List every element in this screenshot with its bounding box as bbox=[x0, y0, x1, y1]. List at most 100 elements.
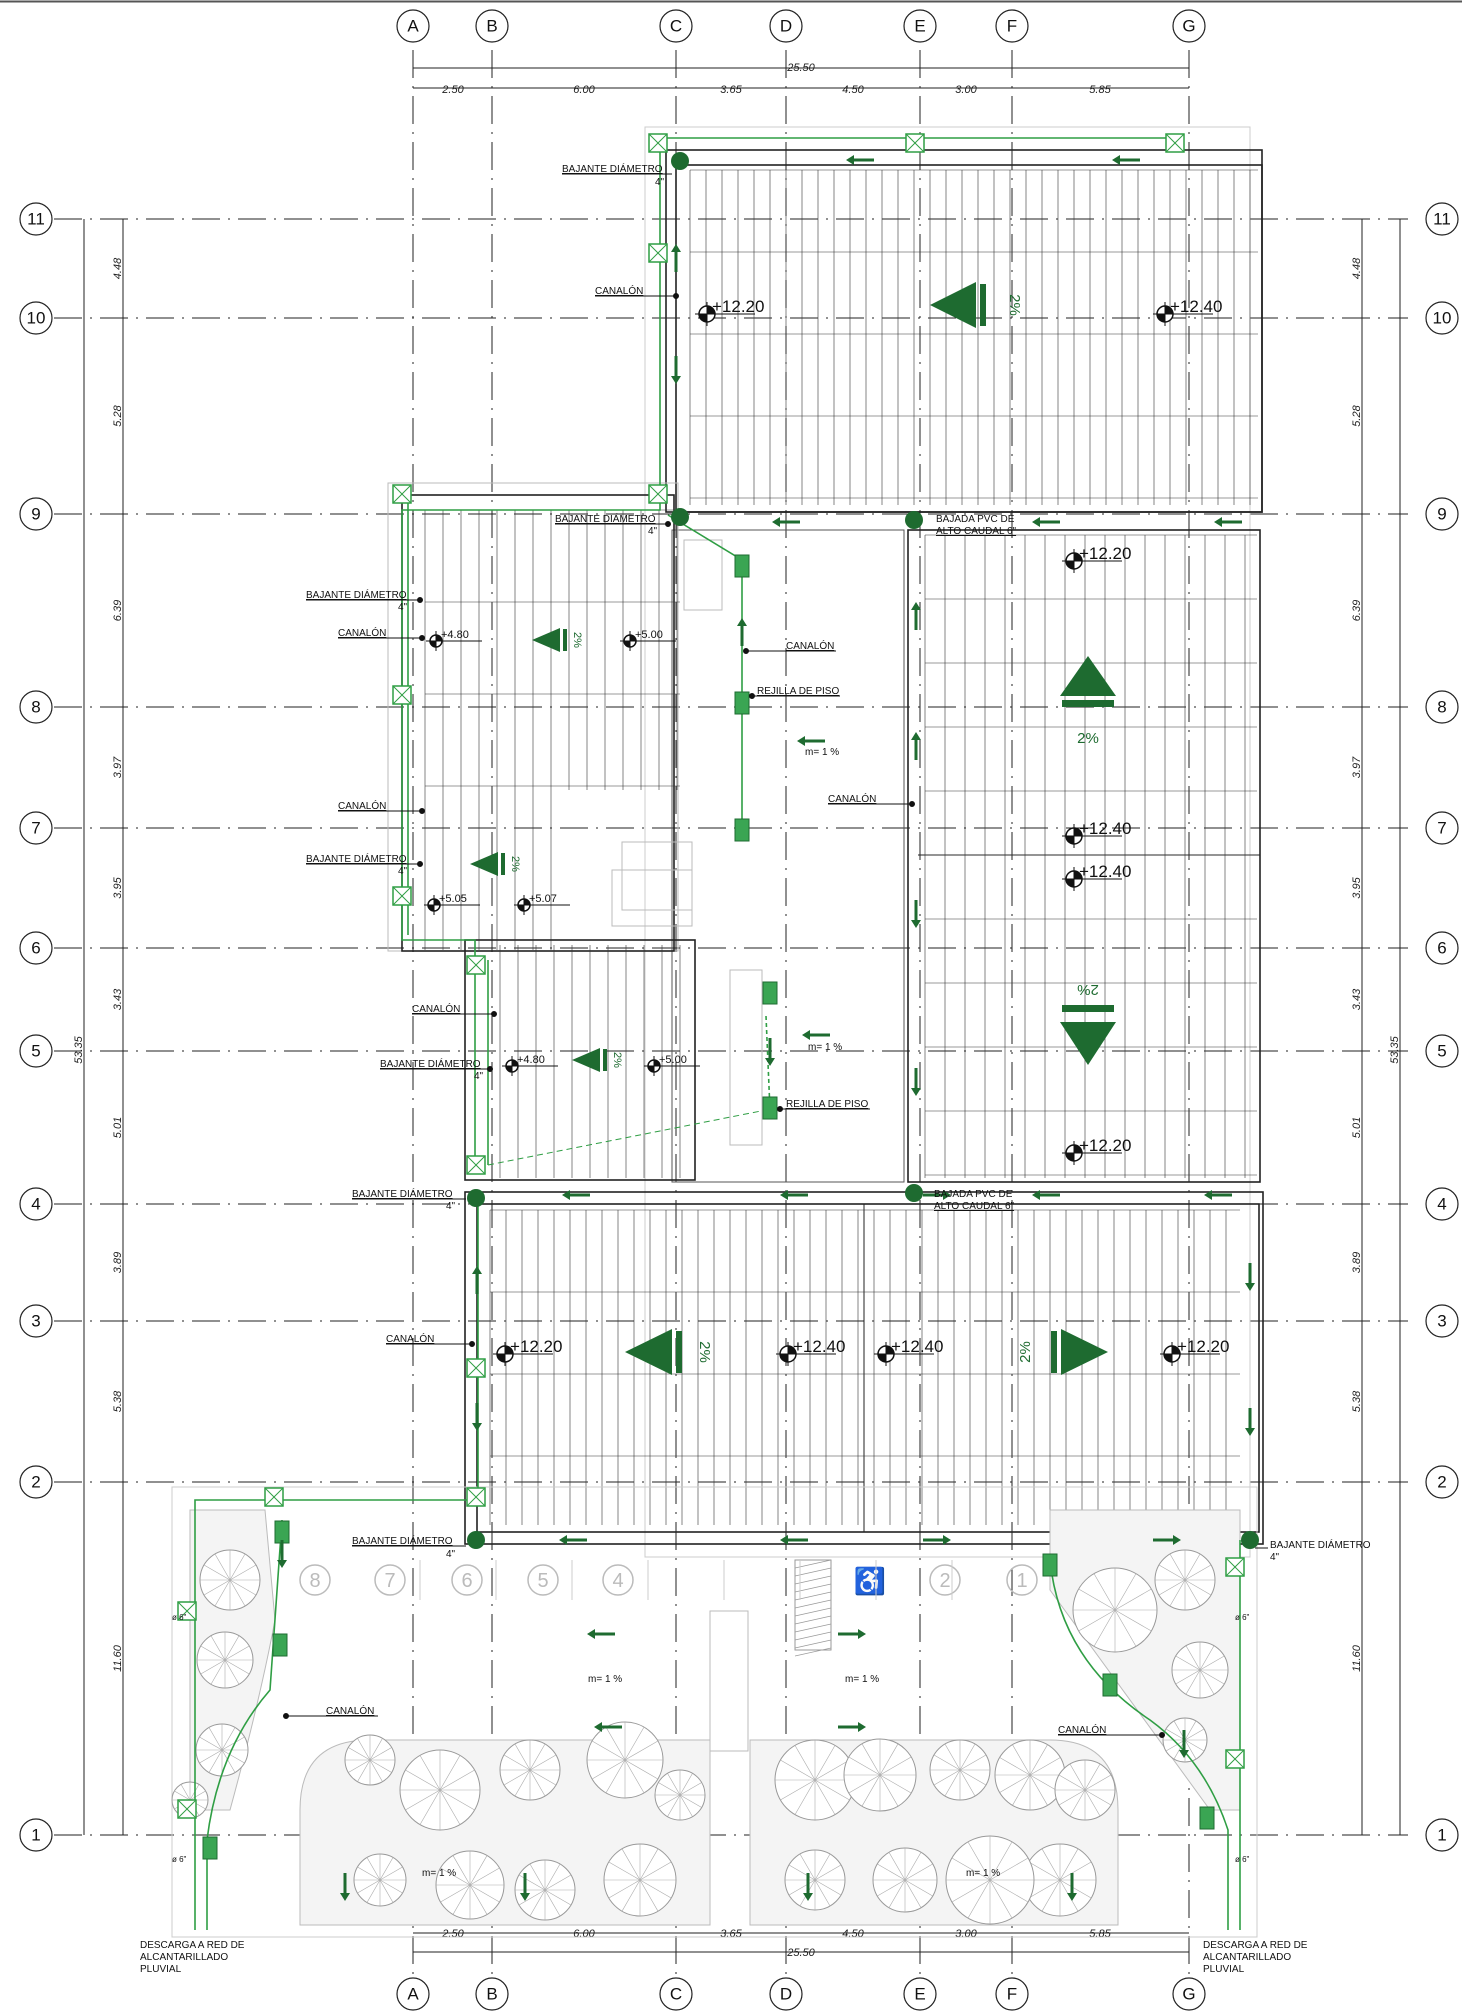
slope-pct: 2% bbox=[1017, 1341, 1034, 1363]
label-slope: m= 1 % bbox=[966, 1868, 1000, 1879]
level-marker: +12.40 bbox=[776, 1337, 845, 1366]
dim-top-seg: 2.50 bbox=[441, 84, 464, 96]
svg-text:4": 4" bbox=[474, 1071, 484, 1082]
tree-icon bbox=[435, 1850, 505, 1920]
dim-bottom-seg: 5.85 bbox=[1089, 1928, 1111, 1940]
parking-number-circle bbox=[374, 1564, 406, 1596]
parking-number: 1 bbox=[1016, 1570, 1027, 1592]
parking-number: 7 bbox=[384, 1570, 395, 1592]
row-bubble-4: 4 bbox=[1425, 1187, 1459, 1221]
flow-arrow-icon bbox=[671, 356, 681, 384]
flow-arrow-icon bbox=[1245, 1408, 1255, 1436]
tree-icon bbox=[872, 1847, 938, 1913]
level-marker: +5.00 bbox=[644, 1054, 700, 1076]
row-bubble-9: 9 bbox=[1425, 497, 1459, 531]
level-marker: +12.40 bbox=[874, 1337, 943, 1366]
roof-panel bbox=[424, 509, 680, 790]
row-label: 9 bbox=[31, 505, 40, 524]
drain-box-icon bbox=[392, 886, 412, 906]
drain-box-icon bbox=[177, 1601, 197, 1621]
tree-icon bbox=[196, 1631, 254, 1689]
level-marker: +5.07 bbox=[514, 893, 570, 915]
level-marker: +5.00 bbox=[620, 629, 676, 651]
grate-icon bbox=[1042, 1553, 1058, 1577]
dim-side-seg: 6.39 bbox=[112, 600, 124, 621]
label-canalon: CANALÓN bbox=[828, 792, 876, 805]
row-bubble-7: 7 bbox=[19, 811, 53, 845]
row-label: 5 bbox=[31, 1042, 40, 1061]
parking-number: 6 bbox=[461, 1570, 472, 1592]
row-label: 2 bbox=[1437, 1473, 1446, 1492]
level-marker: +4.80 bbox=[502, 1054, 558, 1076]
slope-labels: 2% 2% 2% 2% 2% 2% 2% 2% bbox=[509, 294, 1099, 1363]
parking-number-circle bbox=[602, 1564, 634, 1596]
dim-side-seg: 3.89 bbox=[1351, 1252, 1363, 1273]
drain-box-icon bbox=[177, 1799, 197, 1819]
column-label: B bbox=[486, 1985, 497, 2004]
hatched-zone bbox=[794, 1559, 832, 1657]
column-bubble-F: F bbox=[995, 9, 1029, 43]
flow-arrow-icon bbox=[846, 155, 874, 165]
dim-side-seg: 4.48 bbox=[1351, 257, 1363, 279]
row-bubble-11: 11 bbox=[19, 202, 53, 236]
label-canalon: CANALÓN bbox=[338, 799, 386, 812]
column-bubble-G: G bbox=[1172, 1977, 1206, 2011]
drain-box-icon bbox=[1225, 1557, 1245, 1577]
dim-bottom-seg: 6.00 bbox=[573, 1928, 595, 1940]
tree-icon bbox=[774, 1739, 856, 1821]
label-canalon: CANALÓN bbox=[338, 626, 386, 639]
row-label: 1 bbox=[31, 1826, 40, 1845]
slope-pct: 2% bbox=[1077, 730, 1099, 747]
label-canalon: CANALÓN bbox=[595, 284, 643, 297]
tree-icon bbox=[1154, 1549, 1216, 1611]
flow-arrow-icon bbox=[520, 1873, 530, 1901]
dim-top-total: 25.50 bbox=[786, 62, 815, 74]
level-marker: +12.20 bbox=[493, 1337, 562, 1366]
row-bubble-4: 4 bbox=[19, 1187, 53, 1221]
dim-side-seg: 3.95 bbox=[112, 876, 124, 898]
dim-side-seg: 3.89 bbox=[112, 1252, 124, 1273]
column-label: E bbox=[914, 17, 925, 36]
slope-pct: 2% bbox=[571, 632, 583, 648]
tree-icon bbox=[199, 1549, 261, 1611]
grate-icon bbox=[762, 981, 778, 1005]
dim-top-seg: 3.65 bbox=[720, 84, 742, 96]
svg-text:BAJANTE DIÁMETRO: BAJANTE DIÁMETRO bbox=[1270, 1538, 1371, 1551]
column-bubble-G: G bbox=[1172, 9, 1206, 43]
svg-text:BAJADA PVC DE: BAJADA PVC DE bbox=[934, 1189, 1013, 1200]
tree-icon bbox=[843, 1738, 917, 1812]
dim-top-seg: 3.00 bbox=[955, 84, 977, 96]
column-bubble-E: E bbox=[903, 9, 937, 43]
column-label: C bbox=[670, 17, 682, 36]
label-pipe-dia: ø 6" bbox=[1235, 1613, 1250, 1622]
level-marker: +12.20 bbox=[1062, 1136, 1131, 1165]
flow-arrow-icon bbox=[838, 1722, 866, 1732]
row-bubble-5: 5 bbox=[19, 1034, 53, 1068]
parking-number: 8 bbox=[309, 1570, 320, 1592]
level-value: +12.40 bbox=[891, 1337, 943, 1356]
svg-text:4": 4" bbox=[1270, 1552, 1280, 1563]
dim-top-seg: 5.85 bbox=[1089, 84, 1111, 96]
flow-arrow-icon bbox=[911, 602, 921, 630]
tree-icon bbox=[1171, 1641, 1229, 1699]
level-value: +12.20 bbox=[1079, 544, 1131, 563]
flow-arrow-icon bbox=[780, 1535, 808, 1545]
column-label: E bbox=[914, 1985, 925, 2004]
svg-text:ALCANTARILLADO: ALCANTARILLADO bbox=[140, 1952, 228, 1963]
dim-bottom-seg: 4.50 bbox=[842, 1928, 864, 1940]
dim-side-total-right: 53.35 bbox=[1389, 1035, 1401, 1063]
roof-panel bbox=[499, 945, 681, 1178]
level-value: +12.20 bbox=[712, 297, 764, 316]
column-label: D bbox=[780, 1985, 792, 2004]
column-bubble-D: D bbox=[769, 9, 803, 43]
dim-side-seg: 5.28 bbox=[112, 404, 124, 426]
row-label: 1 bbox=[1437, 1826, 1446, 1845]
level-value: +12.40 bbox=[793, 1337, 845, 1356]
row-bubble-8: 8 bbox=[1425, 690, 1459, 724]
